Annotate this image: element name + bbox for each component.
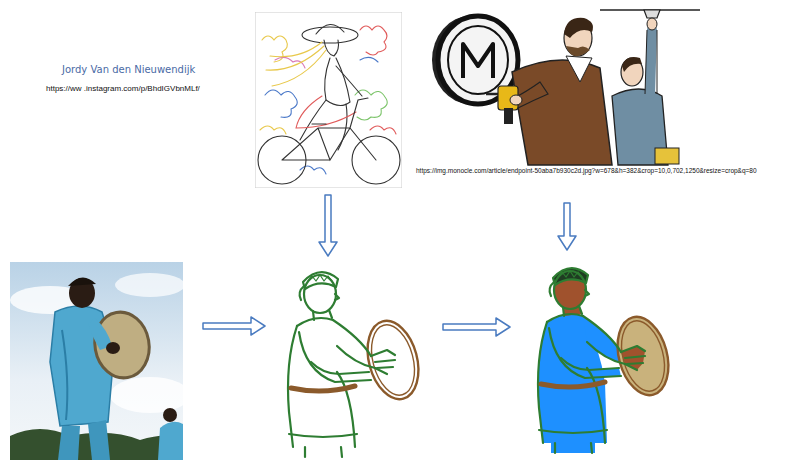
flow-arrow (558, 203, 576, 250)
bicycle-illustration (324, 40, 339, 56)
source-photo (58, 426, 80, 460)
coloured-drawing (538, 268, 677, 453)
bicycle-illustration (258, 24, 400, 184)
flow-arrow (203, 317, 265, 335)
bicycle-illustration (355, 90, 387, 120)
workmen-illustration (645, 30, 657, 94)
bicycle-illustration (302, 27, 358, 43)
workmen-illustration (432, 10, 700, 165)
source-photo (68, 277, 96, 286)
source-photo (69, 278, 95, 308)
source-photo (163, 408, 177, 422)
bicycle-illustration (255, 12, 402, 188)
workmen-illustration (463, 44, 493, 78)
workmen-illustration (448, 26, 508, 94)
bicycle-illustration (282, 98, 376, 160)
source-photo (10, 262, 183, 460)
flow-arrow (319, 195, 337, 256)
workmen-illustration (655, 148, 679, 164)
bicycle-illustration (325, 58, 350, 106)
bicycle-illustration (260, 126, 286, 134)
bicycle-illustration (360, 26, 387, 55)
workmen-illustration (512, 60, 612, 165)
line-drawing (288, 272, 427, 457)
workmen-illustration (621, 58, 643, 86)
workmen-illustration (510, 95, 522, 105)
source-photo (88, 420, 110, 460)
bicycle-illustration (370, 126, 396, 134)
source-url: https://ww .instagram.com/p/BhdIGVbnMLf/ (46, 84, 200, 94)
bicycle-illustration (296, 96, 356, 128)
workmen-illustration (622, 57, 642, 72)
workmen-illustration (486, 93, 498, 96)
source-photo (106, 342, 120, 354)
bicycle-illustration (265, 90, 297, 117)
bicycle-illustration (266, 42, 326, 86)
bicycle-illustration (360, 57, 378, 62)
workmen-illustration (504, 108, 513, 124)
source-photo (62, 330, 67, 420)
source-photo (110, 377, 183, 413)
flow-arrow (443, 318, 510, 336)
bicycle-illustration (262, 36, 287, 62)
workmen-illustration (566, 56, 592, 82)
workmen-illustration (647, 18, 657, 30)
line-drawing (288, 272, 427, 457)
workmen-illustration (566, 46, 590, 56)
bicycle-illustration (312, 123, 326, 124)
flow-arrow (203, 195, 576, 336)
bicycle-illustration (316, 24, 344, 34)
source-url: https://img.monocle.com/article/endpoint… (416, 167, 757, 175)
workmen-illustration (564, 18, 593, 38)
bicycle-illustration (255, 12, 402, 188)
coloured-drawing (551, 443, 595, 453)
workmen-illustration (650, 30, 652, 94)
source-photo (158, 422, 183, 460)
source-photo (115, 273, 183, 297)
bicycle-illustration (336, 66, 362, 96)
author-credit: Jordy Van den Nieuwendijk (62, 64, 195, 76)
coloured-drawing (538, 268, 677, 453)
workmen-illustration (644, 10, 660, 18)
